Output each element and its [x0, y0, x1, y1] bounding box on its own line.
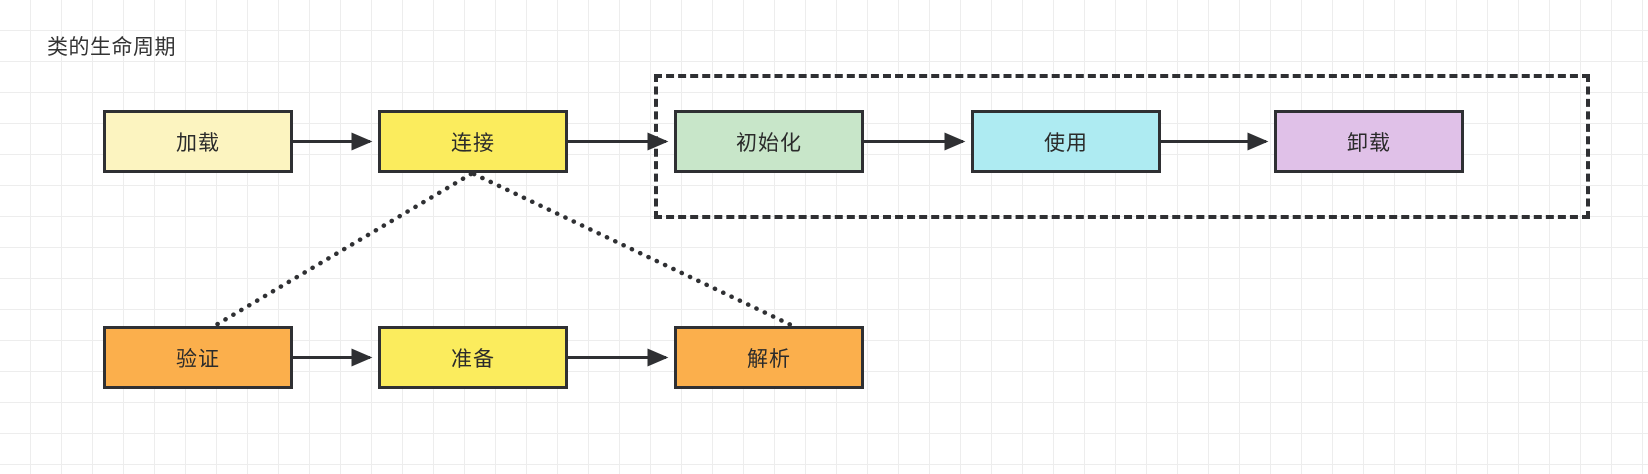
node-init-label: 初始化 [736, 131, 802, 155]
node-init[interactable]: 初始化 [674, 110, 864, 173]
node-prepare[interactable]: 准备 [378, 326, 568, 389]
node-use[interactable]: 使用 [971, 110, 1161, 173]
edge-link-to-verify [213, 171, 474, 328]
node-verify[interactable]: 验证 [103, 326, 293, 389]
page-title: 类的生命周期 [47, 36, 176, 59]
node-use-label: 使用 [1044, 131, 1088, 155]
node-resolve-label: 解析 [747, 347, 791, 371]
node-prepare-label: 准备 [451, 347, 495, 371]
node-link-label: 连接 [451, 131, 495, 155]
runtime-phase-group [654, 74, 1590, 219]
node-resolve[interactable]: 解析 [674, 326, 864, 389]
node-verify-label: 验证 [176, 347, 220, 371]
node-load[interactable]: 加载 [103, 110, 293, 173]
node-link[interactable]: 连接 [378, 110, 568, 173]
node-unload[interactable]: 卸载 [1274, 110, 1464, 173]
node-unload-label: 卸载 [1347, 131, 1391, 155]
node-load-label: 加载 [176, 131, 220, 155]
